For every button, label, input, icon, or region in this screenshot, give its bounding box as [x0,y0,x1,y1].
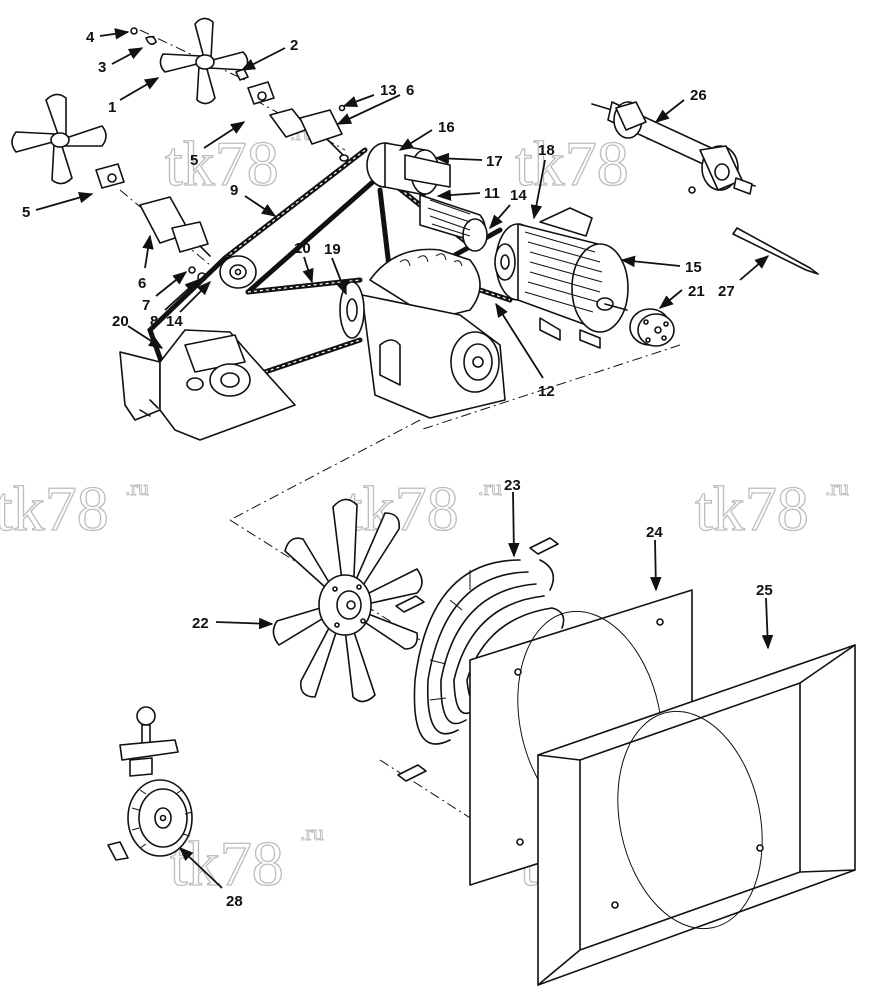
callout-label: 18 [538,142,555,159]
callout-label: 8 [150,313,158,330]
watermark-text: tk78 [0,473,109,544]
callout-label: 1 [108,99,116,116]
electric-motor [494,207,629,349]
fan-shaft-assembly-lower [139,196,211,282]
tapered-pin [732,227,819,275]
small-fan-left [11,93,107,185]
callout-label: 15 [685,259,702,276]
callout-label: 14 [510,187,527,204]
callout-label: 4 [86,29,95,46]
callout-label: 26 [690,87,707,104]
fan-shaft-assembly-upper [269,108,349,162]
callout-label: 2 [290,37,298,54]
watermark-suffix: .ru [478,475,502,500]
callout-label: 9 [230,182,238,199]
shroud-frame [537,644,856,986]
callout-label: 23 [504,477,521,494]
callout-label: 6 [138,275,146,292]
callout-label: 21 [688,283,705,300]
watermark: tk78 .ru [344,472,502,544]
watermark-text: tk78 [515,128,629,199]
callout-label: 24 [646,524,663,541]
callout-label: 19 [324,241,341,258]
watermark-suffix: .ru [825,475,849,500]
watermark-text: tk78 [165,128,279,199]
watermark-text: tk78 [345,473,459,544]
watermark: tk78 .ru [0,472,149,544]
watermark-text: tk78 [170,828,284,899]
callout-label: 12 [538,383,555,400]
callout-label: 27 [718,283,735,300]
callout-label: 14 [166,313,183,330]
callout-label: 25 [756,582,773,599]
callout-label: 11 [484,185,500,202]
callout-labels: 1 2 3 4 5 5 6 6 7 8 9 10 11 [22,28,774,910]
callout-label: 16 [438,119,455,136]
callout-label: 7 [142,297,150,314]
compressor [339,248,506,419]
callout-label: 10 [294,240,311,257]
upper-pulley-assembly [366,142,488,252]
watermark: tk78 .ru [694,472,849,544]
handwheel-assembly [107,706,193,861]
callout-label: 6 [406,82,414,99]
callout-label: 3 [98,59,106,76]
small-fan-upper [159,17,249,105]
callout-label: 5 [190,152,198,169]
idler-pulley [219,255,257,289]
watermark-suffix: .ru [300,820,324,845]
watermark: tk78 .ru [169,820,324,900]
callout-label: 17 [486,153,503,170]
watermark-suffix: .ru [125,475,149,500]
callout-label: 28 [226,893,243,910]
callout-label: 5 [22,204,30,221]
coupling [629,308,675,347]
callout-label: 22 [192,615,209,632]
drive-shaft [591,101,756,195]
callout-label: 13 [380,82,397,99]
watermark-text: tk78 [695,473,809,544]
alternator-mount [119,329,296,441]
fan-hardware [95,27,346,189]
large-fan [272,498,423,703]
callout-label: 20 [112,313,129,330]
